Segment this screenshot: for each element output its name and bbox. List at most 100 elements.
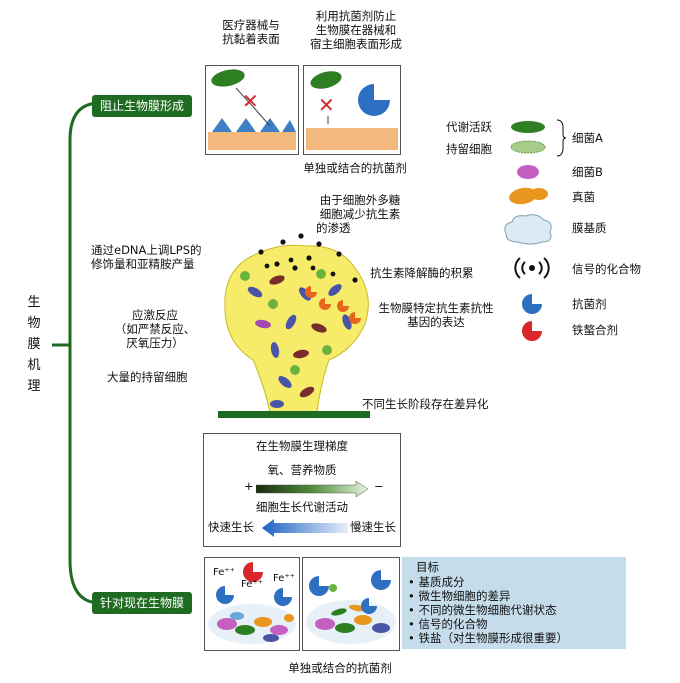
text-line: 由于细胞外多糖 [319, 193, 401, 207]
bacterium-icon [270, 400, 284, 408]
enzyme-icon [337, 300, 349, 312]
legend-signal-icon [514, 257, 550, 279]
legend-active-label: 代谢活跃 [446, 120, 492, 134]
text-line: 细胞减少抗生素 [319, 207, 401, 221]
gradient-slow: 慢速生长 [350, 520, 396, 534]
gradient-nutrients: 氧、营养物质 [267, 463, 337, 477]
panel-antimicrobial-prevent: ✕ [303, 65, 401, 155]
text-line: 的渗透 [316, 221, 351, 235]
legend-bacterium-b-icon [517, 165, 539, 179]
antibiotic-dot [310, 265, 316, 271]
text-line: （如严禁反应、 [114, 322, 196, 336]
antimicrobial-icon [358, 84, 390, 116]
antimicrobial-icon [216, 586, 234, 604]
text-line: 生物膜特定抗生素抗性 [378, 301, 494, 315]
enzyme-icon [319, 298, 331, 310]
gradient-activity: 细胞生长代谢活动 [256, 500, 348, 514]
legend-antimicrobial-icon [522, 294, 542, 314]
green-cell-icon [240, 271, 250, 281]
block-x-icon: ✕ [242, 89, 259, 113]
target-item-text: 微生物细胞的差异 [418, 589, 511, 603]
mechanism-polysaccharide: 由于细胞外多糖 细胞减少抗生素 的渗透 [300, 193, 420, 235]
nutrient-gradient-arrow [256, 480, 369, 498]
bacterium-icon [270, 342, 280, 358]
legend-matrix-icon [504, 214, 552, 245]
panel1-caption: 医疗器械与 抗黏着表面 [200, 18, 302, 46]
target-item: • 铁盐（对生物膜形成很重要） [408, 631, 568, 645]
branch-prevent-biofilm: 阻止生物膜形成 [92, 95, 193, 117]
left-title-char: 生 [27, 295, 41, 310]
antimicrobial-icon [361, 598, 377, 614]
bacterium-icon [247, 286, 263, 298]
fe-label: Fe⁺⁺ [273, 573, 295, 584]
legend-persister-label: 持留细胞 [446, 142, 492, 156]
target-item-text: 不同的微生物细胞代谢状态 [418, 603, 557, 617]
gradient-panel: 在生物膜生理梯度 氧、营养物质 + − 细胞生长代谢活动 快速生长 慢速生长 [203, 433, 401, 547]
text-line: 修饰量和亚精胺产量 [91, 257, 195, 271]
bacterium-icon [285, 314, 297, 330]
bacterium-icon [311, 323, 327, 333]
branch-target-biofilm: 针对现在生物膜 [92, 592, 193, 614]
bacterium-icon [278, 376, 292, 388]
surface-spike [282, 120, 296, 132]
bacterium-a-icon [211, 69, 245, 87]
antimicrobial-caption-bottom: 单独或结合的抗菌剂 [288, 661, 392, 675]
legend-bacterium-a-icons [510, 121, 546, 154]
target-item-text: 基质成分 [418, 575, 465, 589]
left-title: 生 物 膜 机 理 [22, 292, 46, 397]
green-cell-icon [322, 345, 332, 355]
panel-existing-biofilm-antimicrobial [302, 557, 400, 651]
text-line: 应激反应 [132, 308, 178, 322]
fe-label: Fe⁺⁺ [213, 567, 235, 578]
antimicrobial-icon [274, 588, 292, 606]
surface-spike [260, 118, 280, 132]
targets-title: 目标 [416, 560, 439, 574]
fe-label: Fe⁺⁺ [241, 579, 263, 590]
bacterium-icon [299, 386, 315, 398]
caption-line: 生物膜在器械和 [315, 23, 397, 37]
legend-brace-icon [556, 119, 567, 157]
caption-line: 宿主细胞表面形成 [310, 37, 402, 51]
left-title-char: 膜 [27, 337, 41, 352]
green-cell-icon [316, 269, 326, 279]
gradient-plus: + [244, 479, 254, 493]
surface-spike [236, 118, 256, 132]
target-item-text: 铁盐（对生物膜形成很重要） [418, 631, 568, 645]
left-title-char: 物 [27, 316, 41, 331]
bacterium-icon [293, 349, 309, 359]
green-cell-icon [290, 365, 300, 375]
mechanism-persisters: 大量的持留细胞 [107, 370, 188, 384]
left-title-char: 理 [27, 379, 41, 394]
bacterium-icon [269, 275, 285, 285]
mechanism-resistance-genes: 生物膜特定抗生素抗性 基因的表达 [360, 301, 512, 329]
green-cell-icon [268, 299, 278, 309]
panel-anti-adhesion: ✕ [205, 65, 299, 155]
target-item: • 基质成分 [408, 575, 465, 589]
legend-chelator-label: 铁螯合剂 [572, 323, 618, 337]
bacterium-icon [255, 319, 271, 329]
legend-signal-label: 信号的化合物 [572, 262, 641, 276]
bacterium-icon [328, 284, 342, 296]
mechanism-growth-stage: 不同生长阶段存在差异化 [362, 397, 489, 411]
antibiotic-dot [264, 263, 270, 269]
legend-fungus-label: 真菌 [572, 190, 595, 204]
biofilm-illustration [224, 244, 369, 413]
enzyme-icon [305, 286, 317, 298]
surface-spike [212, 118, 232, 132]
antimicrobial-icon [371, 570, 391, 590]
antimicrobial-icon [309, 576, 329, 596]
mechanism-stress: 应激反应 （如严禁反应、 厌氧压力） [100, 308, 210, 350]
target-item: • 不同的微生物细胞代谢状态 [408, 603, 557, 617]
target-item-text: 信号的化合物 [418, 617, 488, 631]
antimicrobial-caption-top: 单独或结合的抗菌剂 [303, 161, 407, 175]
panel2-caption: 利用抗菌剂防止 生物膜在器械和 宿主细胞表面形成 [300, 9, 412, 51]
legend-chelator-icon [522, 321, 542, 341]
growth-gradient-arrow [262, 519, 348, 537]
block-x-icon: ✕ [318, 93, 335, 117]
legend-bacterium-b-label: 细菌B [572, 165, 603, 179]
chelator-icon [243, 562, 263, 582]
panel-existing-biofilm-chelator: Fe⁺⁺ Fe⁺⁺ Fe⁺⁺ [204, 557, 300, 651]
caption-line: 医疗器械与 [222, 18, 280, 32]
text-line: 通过eDNA上调LPS的 [91, 243, 202, 257]
